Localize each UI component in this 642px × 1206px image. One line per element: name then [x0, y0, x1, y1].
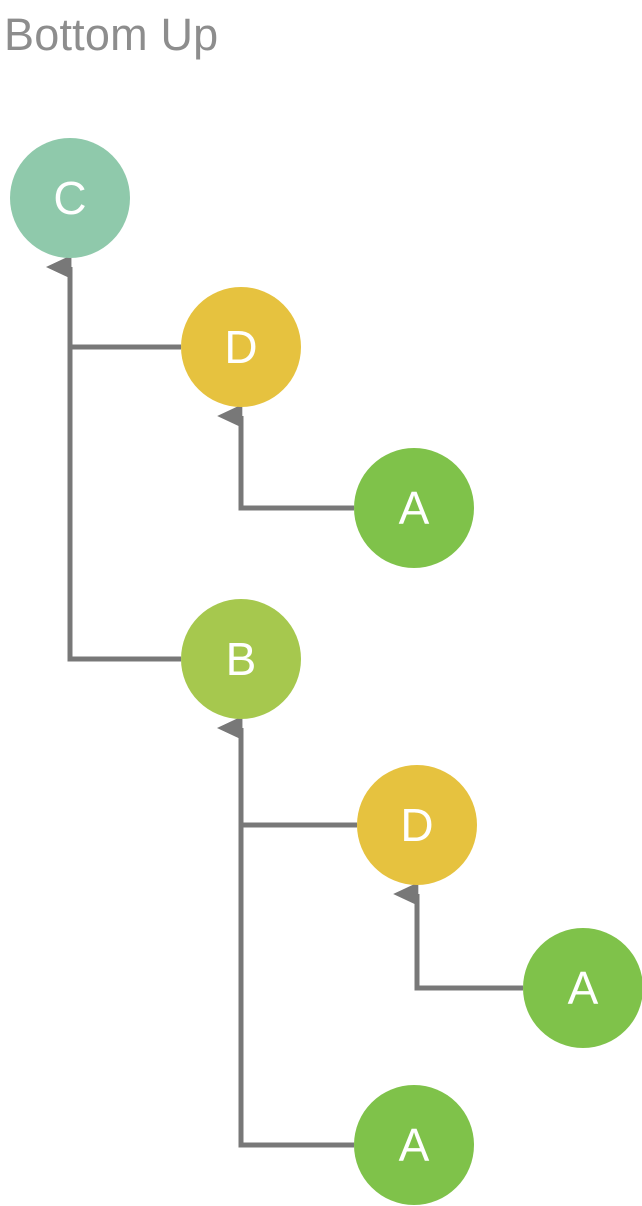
node-label: A — [398, 482, 430, 534]
node-d2[interactable]: D — [357, 765, 477, 885]
node-label: A — [567, 962, 599, 1014]
node-label: D — [224, 321, 258, 373]
page-title: Bottom Up — [4, 9, 219, 60]
node-label: B — [225, 633, 257, 685]
node-d1[interactable]: D — [181, 287, 301, 407]
edge-a2-to-d2 — [393, 882, 523, 991]
node-label: D — [400, 799, 434, 851]
edge-d2-to-b — [217, 716, 357, 828]
node-a2[interactable]: A — [523, 928, 642, 1048]
node-b[interactable]: B — [181, 599, 301, 719]
edge-b-to-c — [46, 255, 181, 662]
node-label: C — [53, 172, 87, 224]
node-a3[interactable]: A — [354, 1085, 474, 1205]
edge-a1-to-d1 — [217, 404, 354, 511]
edge-a3-to-b — [217, 716, 354, 1148]
node-a1[interactable]: A — [354, 448, 474, 568]
edge-d1-to-c — [46, 255, 181, 350]
node-c[interactable]: C — [10, 138, 130, 258]
node-label: A — [398, 1119, 430, 1171]
